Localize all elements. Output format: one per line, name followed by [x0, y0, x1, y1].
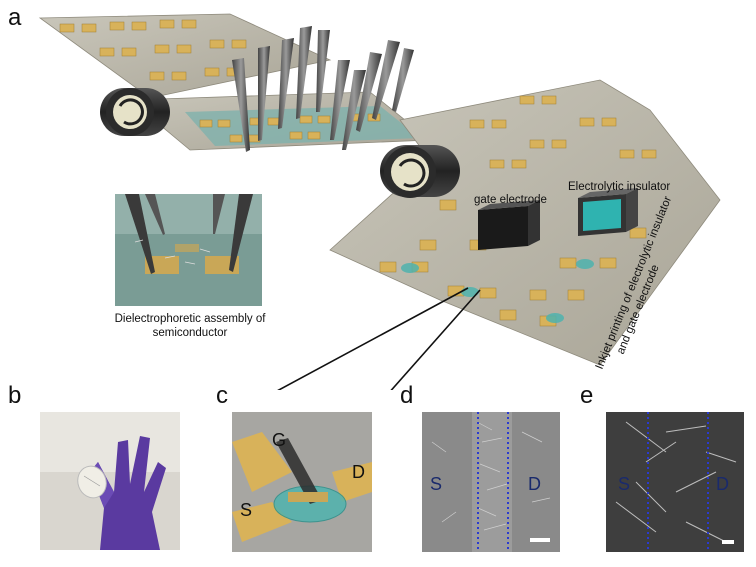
electrolytic-insulator-label: Electrolytic insulator — [568, 181, 670, 193]
source-label-d: S — [430, 474, 442, 494]
gate-label: G — [272, 430, 286, 450]
panel-label-d: d — [400, 382, 414, 409]
dep-caption-line1: Dielectrophoretic assembly of — [114, 313, 266, 325]
drain-label-e: D — [716, 474, 729, 494]
drain-label-d: D — [528, 474, 541, 494]
scale-bar-e — [722, 540, 734, 544]
electrolytic-insulator-printhead — [578, 188, 638, 236]
dep-caption: Dielectrophoretic assembly of semiconduc… — [85, 312, 295, 340]
gate-electrode-printhead — [478, 200, 540, 250]
gate-electrode-label: gate electrode — [474, 194, 547, 206]
scale-bar-d — [530, 538, 550, 542]
panel-label-e: e — [580, 382, 594, 409]
device-closeup: G S D — [232, 412, 372, 552]
dep-caption-line2: semiconductor — [152, 327, 228, 339]
sem-image-d: S D — [422, 412, 560, 552]
probe-needles — [232, 26, 414, 152]
right-roller — [380, 145, 460, 198]
panel-label-a: a — [8, 4, 22, 31]
dep-inset-image — [115, 194, 262, 306]
flexible-device-photo — [40, 412, 180, 550]
panel-label-c: c — [216, 382, 228, 409]
drain-label-c: D — [352, 462, 365, 482]
left-roller — [100, 88, 170, 136]
source-label-e: S — [618, 474, 630, 494]
panel-label-b: b — [8, 382, 22, 409]
source-label-c: S — [240, 500, 252, 520]
sem-image-e: S D — [606, 412, 744, 552]
roll-to-roll-schematic: gate electrode Electrolytic insulator In… — [38, 13, 721, 390]
